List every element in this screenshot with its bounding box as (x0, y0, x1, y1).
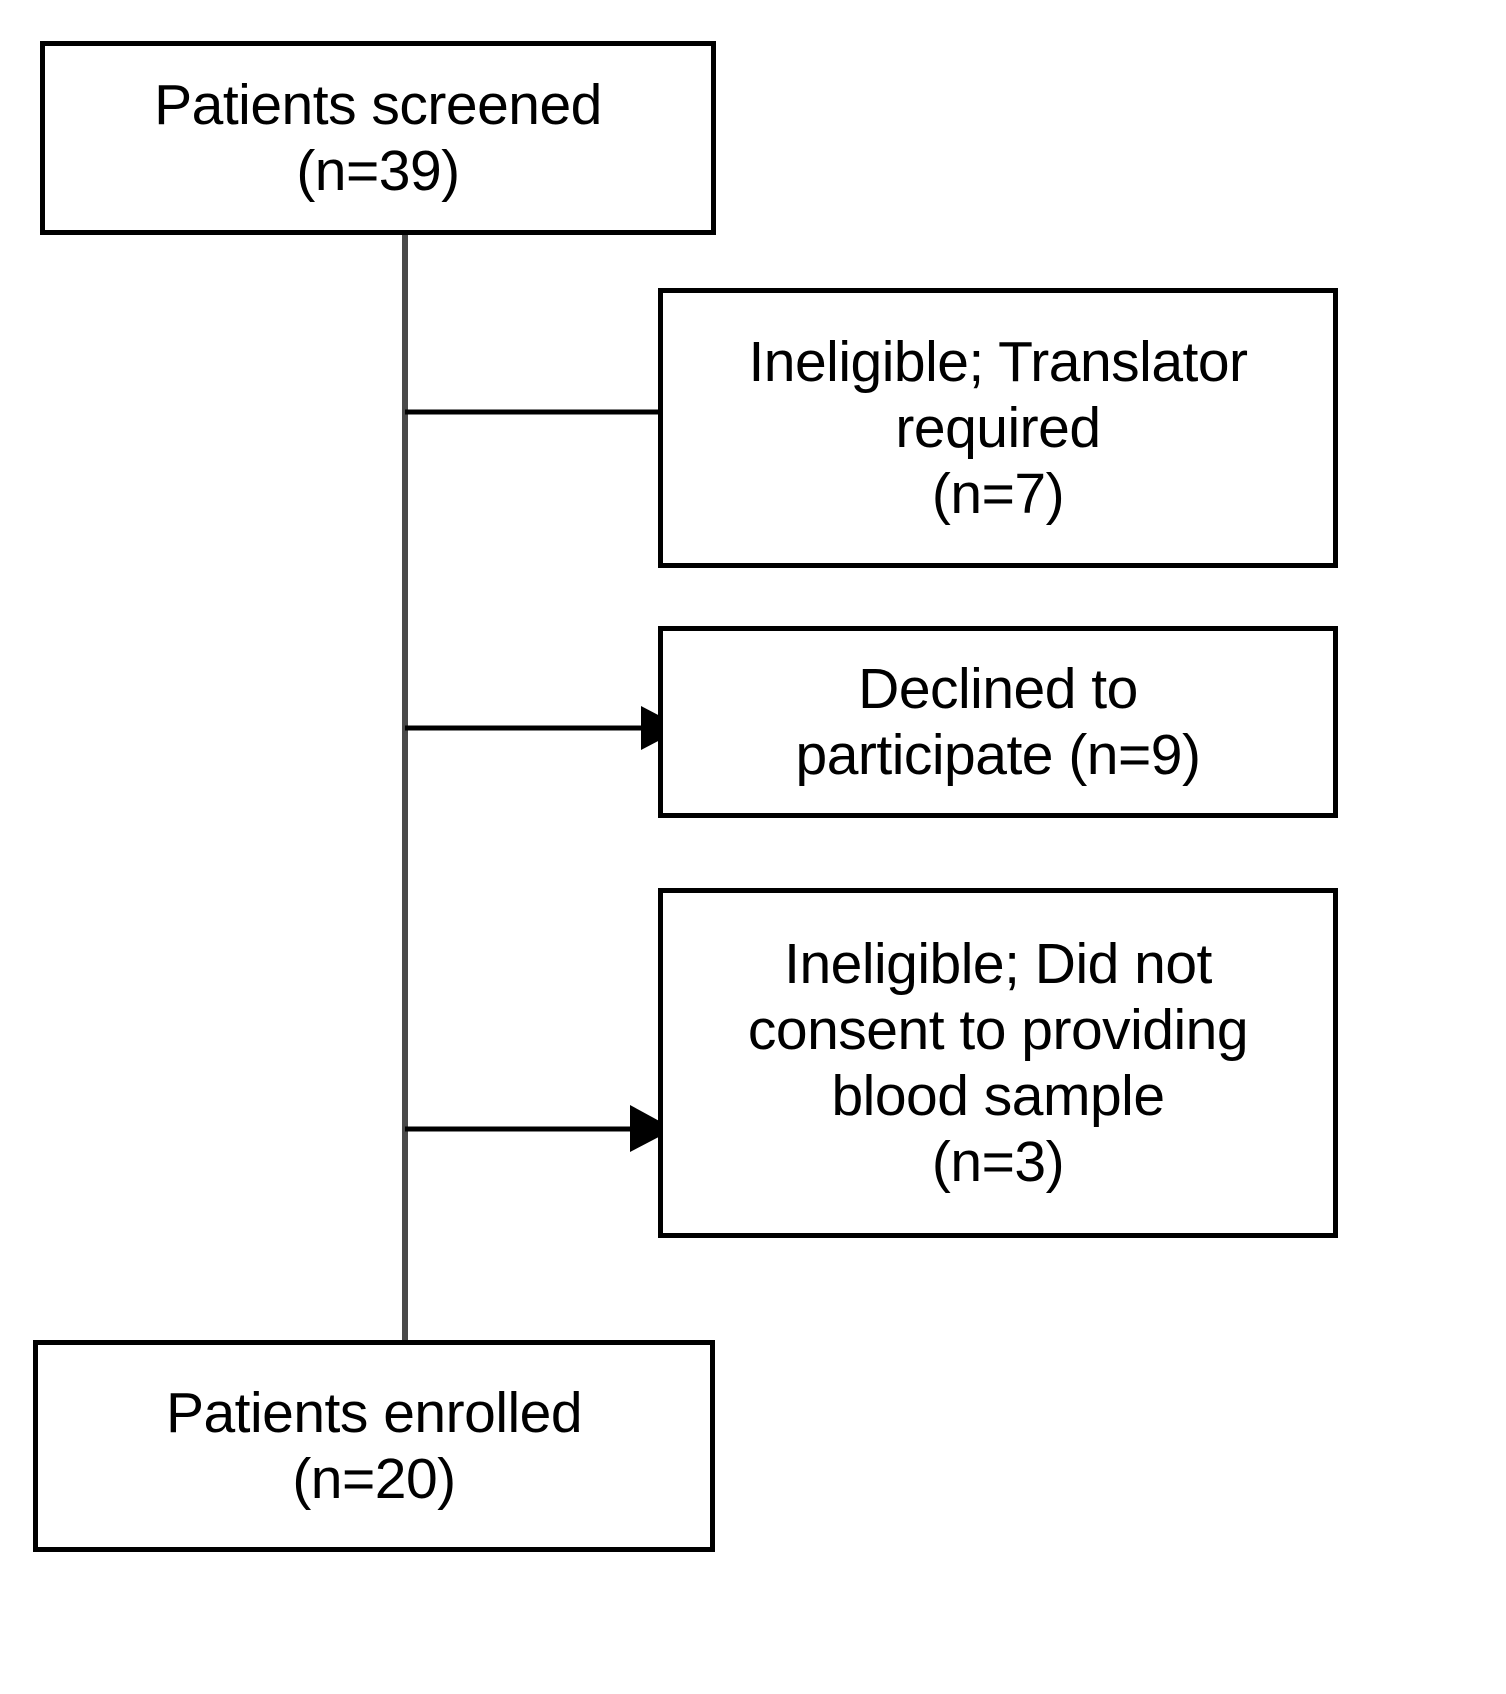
node-patients-enrolled[interactable]: Patients enrolled (n=20) (33, 1340, 715, 1552)
node-ineligible-no-blood-consent-line4: (n=3) (931, 1130, 1065, 1195)
node-ineligible-no-blood-consent-line1: Ineligible; Did not (784, 931, 1212, 996)
node-declined-to-participate-line2: participate (n=9) (795, 723, 1201, 787)
node-declined-to-participate-line1: Declined to (858, 656, 1138, 721)
node-declined-to-participate[interactable]: Declined to participate (n=9) (658, 626, 1338, 818)
node-patients-enrolled-line2: (n=20) (292, 1447, 456, 1511)
node-patients-enrolled-label: Patients enrolled (n=20) (48, 1380, 700, 1512)
node-patients-screened[interactable]: Patients screened (n=39) (40, 41, 716, 235)
node-patients-enrolled-line1: Patients enrolled (165, 1380, 583, 1445)
node-ineligible-no-blood-consent-label: Ineligible; Did not consent to providing… (673, 931, 1323, 1195)
node-patients-screened-line2: (n=39) (296, 139, 460, 203)
node-ineligible-no-blood-consent-line3: blood sample (831, 1064, 1165, 1128)
node-ineligible-no-blood-consent-line2: consent to providing (747, 997, 1249, 1062)
node-patients-screened-line1: Patients screened (154, 72, 602, 137)
node-patients-screened-label: Patients screened (n=39) (55, 72, 701, 204)
node-ineligible-translator-required[interactable]: Ineligible; Translator required (n=7) (658, 288, 1338, 568)
node-ineligible-translator-required-line1: Ineligible; Translator (748, 329, 1248, 394)
node-ineligible-translator-required-line3: (n=7) (931, 462, 1065, 527)
node-ineligible-translator-required-label: Ineligible; Translator required (n=7) (673, 329, 1323, 527)
node-ineligible-translator-required-line2: required (895, 395, 1101, 460)
node-declined-to-participate-label: Declined to participate (n=9) (673, 656, 1323, 788)
node-ineligible-no-blood-consent[interactable]: Ineligible; Did not consent to providing… (658, 888, 1338, 1238)
